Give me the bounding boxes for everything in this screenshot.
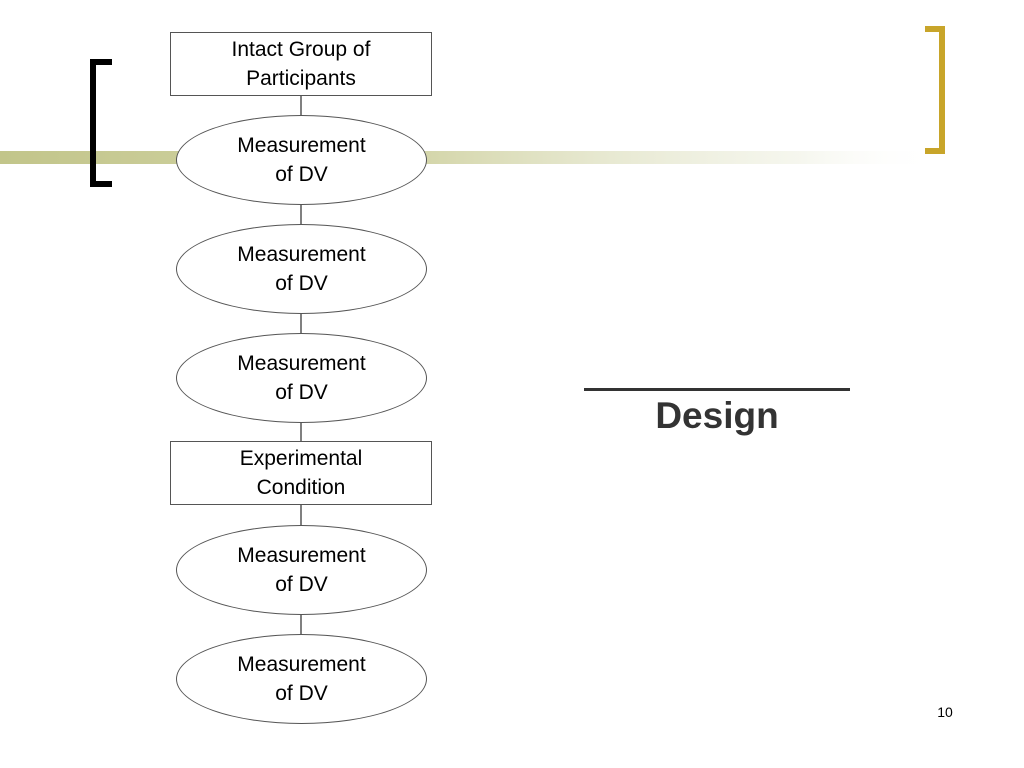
measurement-label-line1: Measurement xyxy=(237,134,366,157)
experimental-condition-label-line1: Experimental xyxy=(239,447,363,470)
measurement-label-line2: of DV xyxy=(275,163,328,186)
measurement-label-line1: Measurement xyxy=(237,243,366,266)
experimental-condition-box: Experimental Condition xyxy=(170,441,432,505)
measurement-ellipse-4: Measurement of DV xyxy=(176,525,427,615)
intact-group-box: Intact Group of Participants xyxy=(170,32,432,96)
measurement-label-line2: of DV xyxy=(275,381,328,404)
measurement-ellipse-2: Measurement of DV xyxy=(176,224,427,314)
measurement-ellipse-1: Measurement of DV xyxy=(176,115,427,205)
measurement-label-line1: Measurement xyxy=(237,352,366,375)
measurement-label-line1: Measurement xyxy=(237,544,366,567)
experimental-condition-label-line2: Condition xyxy=(256,476,346,499)
left-bracket-icon xyxy=(90,59,112,187)
page-number: 10 xyxy=(937,704,953,720)
right-bracket-icon xyxy=(925,26,945,154)
intact-group-label-line2: Participants xyxy=(246,67,356,90)
measurement-ellipse-3: Measurement of DV xyxy=(176,333,427,423)
intact-group-label-line1: Intact Group of xyxy=(231,38,371,61)
design-title: Design xyxy=(655,395,779,436)
measurement-label-line1: Measurement xyxy=(237,653,366,676)
measurement-label-line2: of DV xyxy=(275,272,328,295)
decorative-band xyxy=(0,151,940,164)
measurement-label-line2: of DV xyxy=(275,682,328,705)
measurement-ellipse-5: Measurement of DV xyxy=(176,634,427,724)
measurement-label-line2: of DV xyxy=(275,573,328,596)
design-name-blank xyxy=(584,352,850,391)
